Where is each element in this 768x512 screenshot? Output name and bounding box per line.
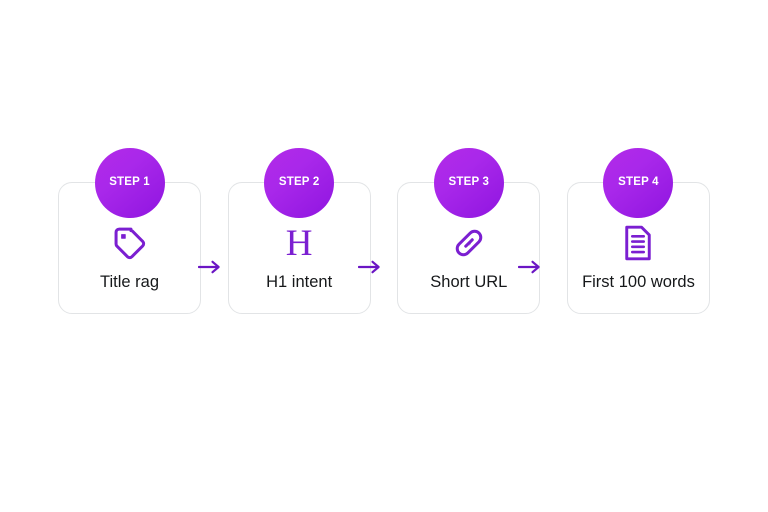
heading-h-glyph: H — [285, 222, 313, 264]
step-card-label: H1 intent — [266, 273, 333, 291]
step-badge-2: STEP 2 — [264, 148, 335, 218]
tag-icon — [110, 223, 150, 263]
document-lines-icon — [618, 223, 658, 263]
step-card-label: First 100 words — [582, 273, 695, 291]
step-badge-1: STEP 1 — [94, 148, 165, 218]
step-badge-label: STEP 1 — [109, 176, 150, 189]
step-group-3: STEP 3 Short URL — [397, 148, 541, 314]
arrow-right-icon — [198, 258, 224, 276]
step-group-2: STEP 2 H H1 intent — [227, 148, 371, 314]
step-badge-4: STEP 4 — [603, 148, 674, 218]
arrow-right-icon — [358, 258, 384, 276]
step-group-4: STEP 4 First 100 words — [566, 148, 710, 314]
arrow-right-icon — [518, 258, 544, 276]
link-icon — [449, 223, 489, 263]
heading-h-icon: H — [279, 223, 319, 263]
step-badge-label: STEP 3 — [448, 176, 490, 189]
step-badge-label: STEP 2 — [278, 176, 320, 189]
step-group-1: STEP 1 Title rag — [58, 148, 201, 314]
step-card-label: Short URL — [430, 273, 508, 291]
step-badge-3: STEP 3 — [433, 148, 504, 218]
step-badge-label: STEP 4 — [618, 176, 659, 189]
step-flow-strip: STEP 1 Title rag STEP 2 H — [58, 148, 710, 314]
step-card-label: Title rag — [100, 273, 159, 291]
